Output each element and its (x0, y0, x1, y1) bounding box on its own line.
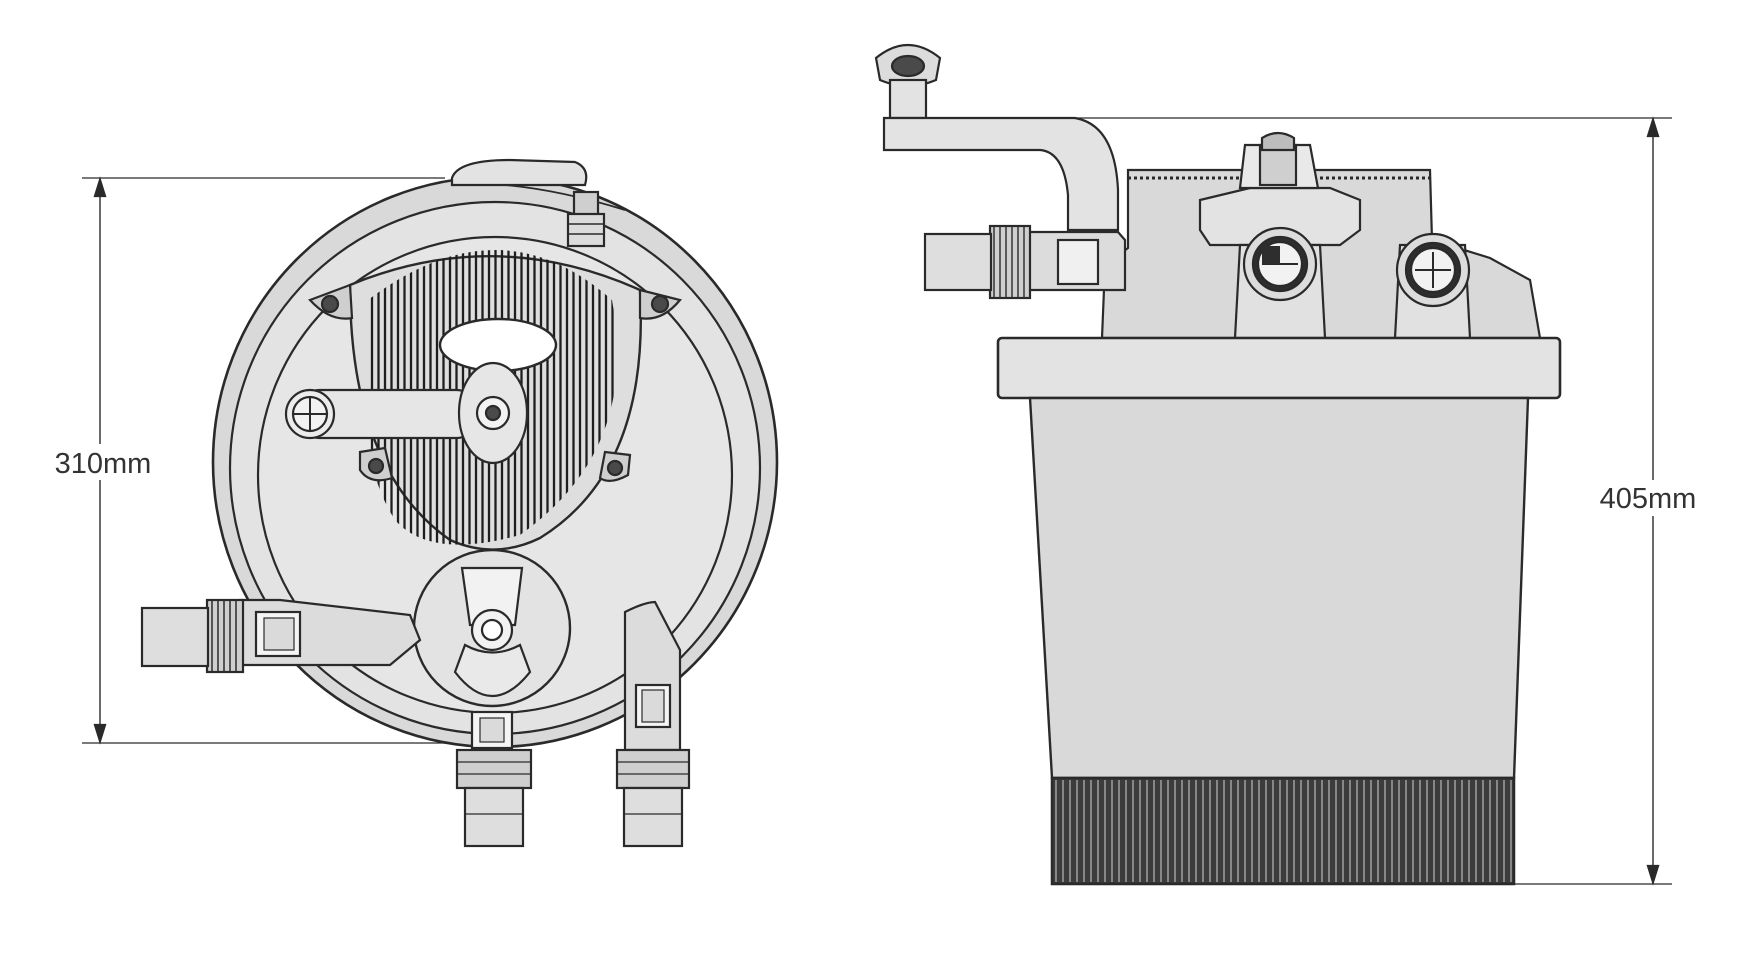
top-view: 310mm (38, 158, 779, 848)
mounting-ears (308, 283, 682, 482)
crank-handle (874, 44, 1120, 232)
lid-assembly (1100, 131, 1542, 340)
drain-connector-right (615, 600, 691, 848)
cleaning-handle-arm (284, 361, 529, 465)
outlet-connector-bottom (455, 710, 533, 848)
inlet-connector-left (140, 598, 422, 674)
latch-clip (566, 190, 606, 248)
dimension-label-405: 405mm (1600, 483, 1697, 515)
dimension-line-310 (38, 176, 445, 745)
dimension-label-310: 310mm (55, 448, 152, 480)
dimension-line-405 (1060, 116, 1720, 886)
lid-handle (450, 158, 588, 187)
tank-body (1028, 396, 1530, 780)
clamp-ring (996, 336, 1562, 400)
side-view: 405mm (874, 44, 1720, 886)
multiport-valve (412, 548, 572, 708)
ribbed-base (1050, 776, 1516, 886)
side-inlet-connector (923, 224, 1127, 300)
